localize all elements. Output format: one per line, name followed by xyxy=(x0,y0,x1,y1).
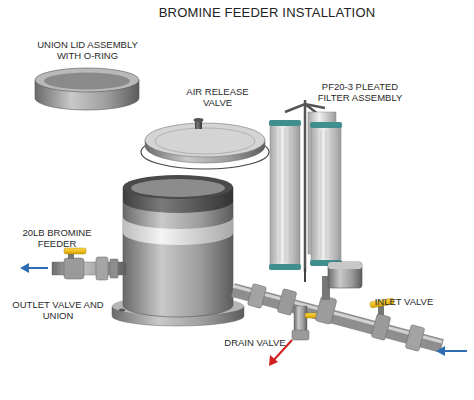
filter-endcap xyxy=(269,264,301,270)
union-fitting xyxy=(247,284,266,309)
lid-inner xyxy=(44,73,130,90)
outlet-piping xyxy=(20,248,126,280)
lid-top xyxy=(35,68,139,92)
union-lid xyxy=(35,68,139,110)
drain-arrowhead xyxy=(269,355,278,366)
part-label: 20LB BROMINE FEEDER xyxy=(12,228,102,250)
flow-arrowhead xyxy=(436,346,445,356)
part-label: UNION LID ASSEMBLY WITH O-RING xyxy=(25,40,150,62)
filter-cartridge xyxy=(270,122,300,268)
filter-endcap xyxy=(269,120,301,126)
filter-endcap xyxy=(310,122,342,128)
union-fitting xyxy=(405,325,425,352)
part-label: DRAIN VALVE xyxy=(215,338,295,349)
light-band xyxy=(123,217,233,245)
lid-disc xyxy=(141,118,269,169)
disc-top xyxy=(145,123,265,157)
disc-ridge xyxy=(155,128,255,154)
center-rod xyxy=(304,100,307,272)
actuator-top xyxy=(328,262,362,269)
bolt-hole xyxy=(119,309,125,312)
union-fitting xyxy=(96,257,108,280)
filter-assembly xyxy=(269,100,342,282)
bromine-feeder xyxy=(112,175,244,326)
diagram-title: BROMINE FEEDER INSTALLATION xyxy=(140,5,394,20)
part-label: OUTLET VALVE AND UNION xyxy=(12,300,104,322)
rim-top xyxy=(123,175,233,199)
outlet-valve-body xyxy=(64,258,84,279)
opening xyxy=(131,179,225,197)
valve-cap xyxy=(194,118,204,122)
feeder-body xyxy=(123,187,233,317)
inlet-valve-body xyxy=(371,314,391,341)
part-label: INLET VALVE xyxy=(362,297,446,308)
valve-actuator xyxy=(328,262,362,288)
part-label: PF20-3 PLEATED FILTER ASSEMBLY xyxy=(305,82,415,104)
inlet-piping xyxy=(233,262,467,366)
union-fitting xyxy=(110,259,118,278)
flow-arrowhead xyxy=(20,263,29,273)
rod-end xyxy=(304,268,306,282)
part-label: AIR RELEASE VALVE xyxy=(180,87,255,109)
filter-cartridge xyxy=(311,124,341,264)
pleat-lines xyxy=(275,128,336,262)
drain-valve-body xyxy=(292,330,309,340)
